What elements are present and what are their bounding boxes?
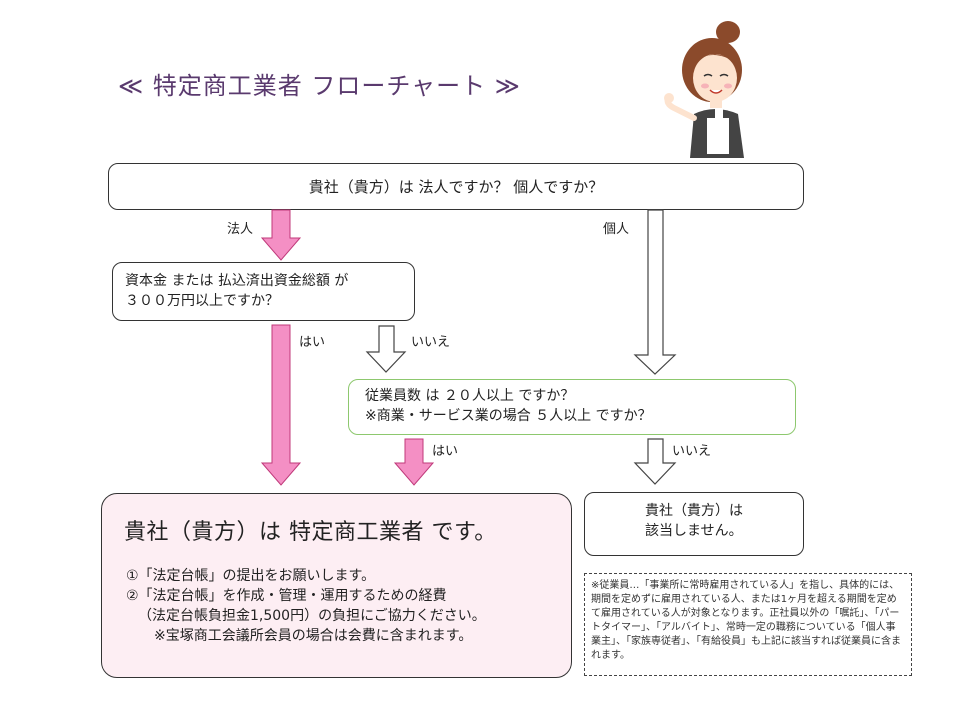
arrow-employees-no (633, 438, 677, 485)
mascot-illustration (664, 21, 744, 158)
result-line-2: ②「法定台帳」を作成・管理・運用するための経費 (126, 588, 447, 604)
page-title: ≪ 特定商工業者 フローチャート ≫ (118, 72, 521, 100)
result-line-1: ①「法定台帳」の提出をお願いします。 (126, 568, 376, 584)
arrow-capital-yes (260, 324, 302, 486)
label-employees-yes: はい (432, 444, 459, 459)
arrow-employees-yes (393, 438, 435, 486)
result-not-applicable: 貴社（貴方）は 該当しません。 (584, 492, 804, 556)
result-specified-business: 貴社（貴方）は 特定商工業者 です。 ①「法定台帳」の提出をお願いします。 ②「… (101, 493, 572, 678)
result-line-4: ※宝塚商工会議所会員の場合は会費に含まれます。 (154, 628, 473, 644)
label-capital-yes: はい (299, 335, 326, 350)
label-individual: 個人 (603, 222, 630, 237)
question-capital: 資本金 または 払込済出資金総額 が ３００万円以上ですか？ (112, 262, 415, 321)
result-title: 貴社（貴方）は 特定商工業者 です。 (124, 520, 497, 545)
arrow-corporate (260, 209, 302, 261)
question-employees: 従業員数 は ２０人以上 ですか？ ※商業・サービス業の場合 ５人以上 ですか？ (348, 379, 796, 435)
employee-definition-note: ※従業員…「事業所に常時雇用されている人」を指し、具体的には、期間を定めずに雇用… (584, 573, 912, 676)
label-corporate: 法人 (227, 222, 254, 237)
question-corporate-or-individual: 貴社（貴方）は 法人ですか？ 個人ですか？ (108, 163, 804, 210)
label-employees-no: いいえ (672, 444, 712, 459)
question-capital-line1: 資本金 または 払込済出資金総額 が (125, 273, 349, 289)
not-applicable-line2: 該当しません。 (645, 523, 743, 539)
question-capital-line2: ３００万円以上ですか？ (125, 293, 279, 309)
label-capital-no: いいえ (411, 335, 451, 350)
arrow-individual (633, 209, 677, 375)
question-corporate-or-individual-text: 貴社（貴方）は 法人ですか？ 個人ですか？ (308, 178, 604, 196)
question-employees-line2: ※商業・サービス業の場合 ５人以上 ですか？ (365, 408, 652, 424)
arrow-capital-no (365, 325, 407, 373)
not-applicable-line1: 貴社（貴方）は (645, 503, 743, 519)
result-line-3: （法定台帳負担金1,500円）の負担にご協力ください。 (138, 608, 486, 624)
question-employees-line1: 従業員数 は ２０人以上 ですか？ (365, 388, 575, 404)
